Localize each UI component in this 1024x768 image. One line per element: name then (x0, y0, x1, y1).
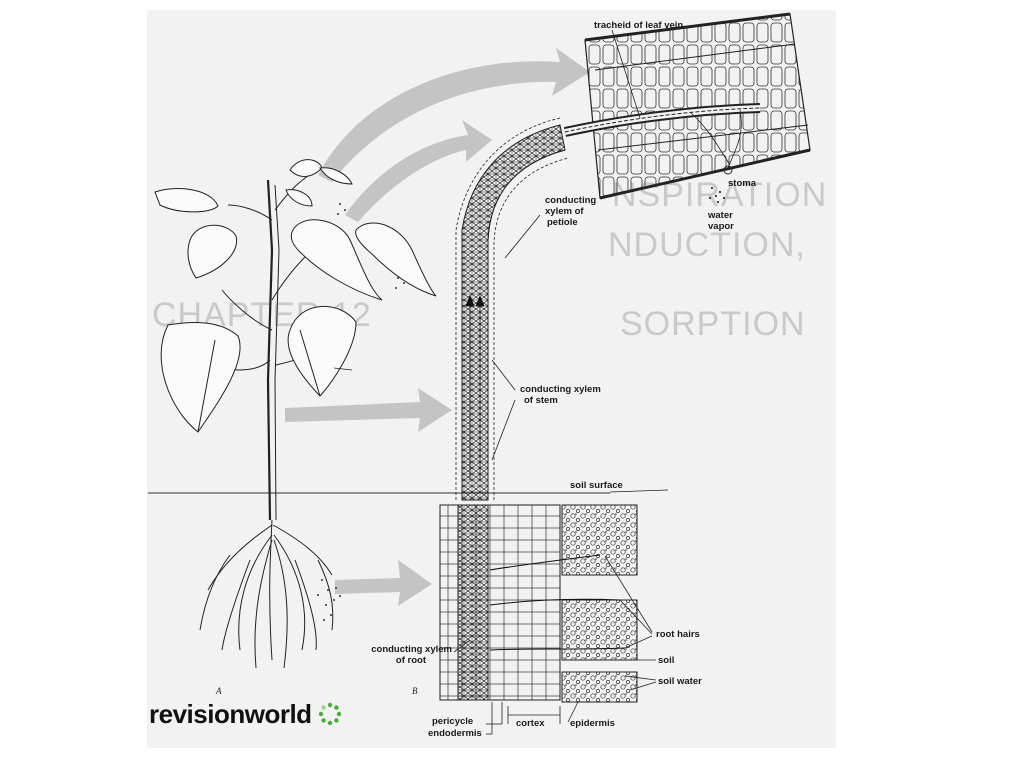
arrow-plant-to-petiole (345, 120, 492, 222)
label-pericycle: pericycle (432, 716, 474, 727)
revisionworld-logo[interactable]: revisionworld (149, 696, 342, 732)
label-cortex: cortex (516, 718, 545, 729)
logo-word-world: world (244, 698, 312, 729)
logo-wordmark: revisionworld (149, 699, 312, 730)
label-stem-2: of stem (524, 395, 558, 406)
label-tracheid: tracheid of leaf vein (594, 20, 684, 31)
panel-letter-a: A (216, 686, 222, 696)
label-soil: soil (658, 655, 675, 666)
label-stem-1: conducting xylem (520, 384, 601, 395)
arrow-plant-to-stem (285, 388, 452, 432)
panel-letter-b: B (412, 686, 418, 696)
background-ghost-text: NDUCTION, (608, 226, 806, 264)
label-endodermis: endodermis (428, 728, 482, 739)
label-water-vapor-1: water (708, 210, 733, 221)
leaf-cross-section (563, 12, 811, 204)
label-epidermis: epidermis (570, 718, 615, 729)
label-root-1: conducting xylem (371, 644, 452, 655)
label-petiole-2: xylem of (545, 206, 584, 217)
label-root-hairs: root hairs (656, 629, 700, 640)
label-petiole-1: conducting (545, 195, 597, 206)
label-root-2: of root (395, 655, 426, 666)
label-stoma: stoma (728, 178, 756, 189)
label-water-vapor-2: vapor (708, 221, 734, 232)
label-petiole-3: petiole (547, 217, 578, 228)
arrow-plant-to-root (335, 560, 432, 606)
background-ghost-text: SORPTION (620, 305, 806, 343)
ring-of-dots-logo-icon (318, 702, 341, 726)
soil-surface-leader (609, 489, 669, 493)
plant-illustration (154, 159, 437, 669)
xylem-column (455, 117, 569, 501)
flow-arrows (285, 48, 590, 606)
logo-word-revision: revision (149, 698, 245, 729)
root-cross-section (439, 504, 657, 735)
label-soil-water: soil water (658, 676, 702, 687)
label-soil-surface: soil surface (570, 480, 623, 491)
arrow-plant-to-leaf (318, 48, 590, 182)
